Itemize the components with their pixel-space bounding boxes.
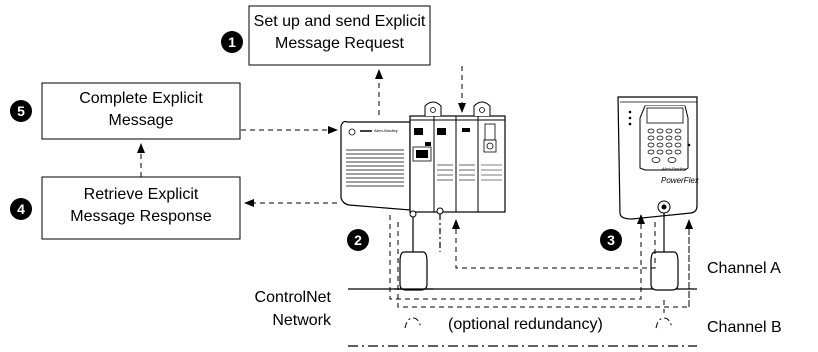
- tap-controller-a: [394, 217, 433, 291]
- tap-drive-a: [650, 213, 679, 291]
- controller-brand-logo: Allen-Bradley: [374, 128, 398, 133]
- drive-model-logo: PowerFlex: [661, 176, 699, 185]
- step1-box: [248, 5, 431, 66]
- step1-label-line1: Set up and send Explicit: [253, 13, 426, 30]
- step1-badge: 1: [221, 31, 243, 53]
- path-response-to-controller: [452, 219, 656, 269]
- tap-drive-b: [655, 317, 673, 329]
- step4-label-line2: Message Response: [70, 208, 212, 225]
- step5-label-line1: Complete Explicit: [79, 90, 203, 107]
- step5-badge: 5: [10, 100, 32, 122]
- tap-controller-b: [404, 214, 441, 329]
- network-label-line1: ControlNet: [254, 289, 331, 306]
- controllogix-chassis: [340, 101, 506, 218]
- step1-label-line2: Message Request: [275, 35, 404, 52]
- powerflex-drive: [617, 96, 698, 220]
- step4-badge: 4: [10, 198, 32, 220]
- network-label-line2: Network: [272, 312, 331, 329]
- path-request-redundant: [397, 222, 690, 308]
- redundancy-note: (optional redundancy): [448, 316, 603, 333]
- path-request-to-network: [389, 214, 645, 300]
- step5-box: [41, 82, 241, 140]
- channel-b-label: Channel B: [707, 319, 782, 336]
- step4-label-line1: Retrieve Explicit: [83, 186, 199, 203]
- channel-a-label: Channel A: [707, 260, 781, 277]
- step2-badge: 2: [347, 229, 369, 251]
- step5-label-line2: Message: [108, 112, 174, 129]
- drive-brand-logo: Allen-Bradley: [662, 166, 686, 171]
- step3-badge: 3: [600, 229, 622, 251]
